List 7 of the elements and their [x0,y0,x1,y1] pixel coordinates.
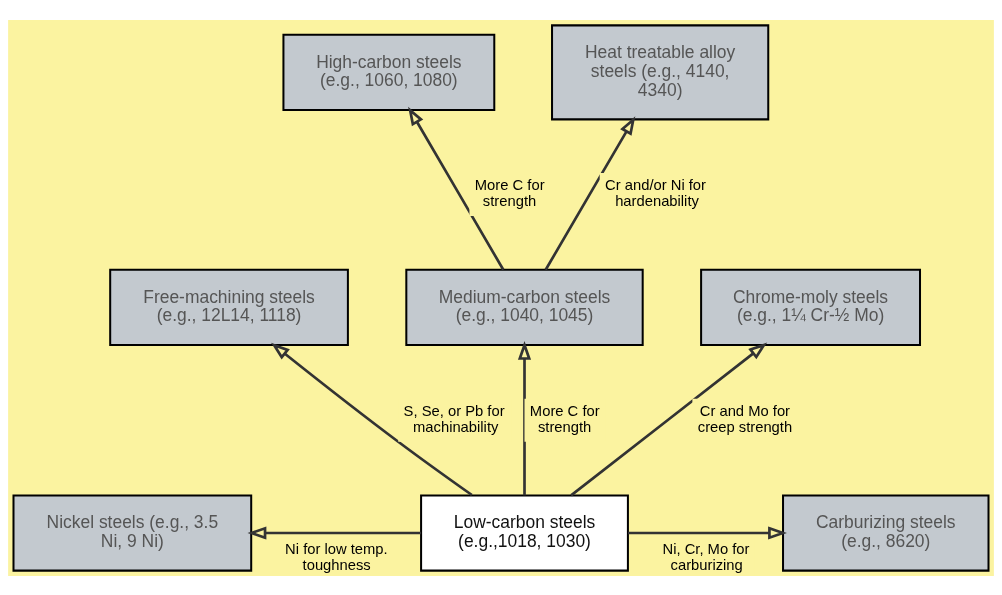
edge-label: Cr and/or Ni for hardenability [605,176,707,209]
edge-label: Ni, Cr, Mo for carburizing [662,540,750,573]
edge-label: Ni for low temp. toughness [285,540,388,573]
edge-label: More C for strength [474,176,545,209]
edge-label: More C for strength [529,402,600,435]
edge-label: Cr and Mo for creep strength [697,402,793,435]
edge-label: S, Se, or Pb for machinability [403,402,505,435]
